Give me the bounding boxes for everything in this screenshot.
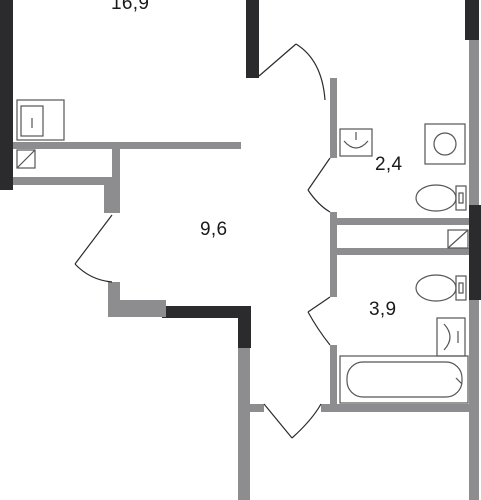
kitchen-sink-icon (16, 99, 65, 141)
partition-wet-left-top (330, 78, 337, 158)
kitchen-stove-corner-icon (16, 149, 36, 169)
wall-hall-bottom (162, 306, 242, 318)
toilet-icon (415, 184, 467, 212)
partition-right-top (469, 40, 479, 205)
door-left-room (74, 214, 113, 283)
partition-right-lower (469, 300, 479, 500)
partition-wet-mid-2 (337, 248, 469, 255)
room-area-hall: 9,6 (200, 219, 228, 240)
door-toilet (307, 157, 331, 213)
bathroom-sink-icon (436, 317, 466, 357)
shaft-corner-icon (447, 229, 469, 249)
wall-right-top (465, 0, 479, 40)
partition-wet-left-low (330, 345, 337, 407)
wall-living-pillar (246, 0, 259, 78)
partition-bottom-left (238, 348, 250, 500)
wall-bottom-stub (238, 306, 251, 348)
partition-hall-bottom (108, 300, 166, 317)
partition-bottom-door-jamb (250, 404, 264, 412)
wall-left-upper (0, 0, 13, 190)
door-living-hall (258, 43, 326, 101)
partition-left-step-drop (104, 177, 112, 213)
door-bottom-room (263, 403, 322, 439)
partition-left-step (13, 177, 112, 185)
load-bearing-walls (0, 0, 481, 348)
partition-hall-left-top (112, 149, 120, 213)
partition-wet-left-mid (330, 212, 337, 297)
partition-kitchen-hall (13, 142, 241, 149)
door-bathroom (307, 296, 331, 346)
washing-machine-icon (424, 123, 466, 165)
bathtub-icon (339, 355, 469, 404)
partition-walls (13, 40, 479, 500)
bathroom-toilet-icon (415, 274, 467, 302)
doors (74, 43, 331, 439)
room-area-bathroom: 3,9 (369, 299, 397, 320)
partition-wet-mid-1 (337, 218, 469, 225)
partition-bottom-right (321, 404, 469, 412)
room-area-toilet: 2,4 (375, 154, 403, 175)
washbasin-icon (339, 128, 373, 157)
wall-right-middle (469, 205, 481, 300)
room-area-living: 16,9 (111, 0, 150, 14)
